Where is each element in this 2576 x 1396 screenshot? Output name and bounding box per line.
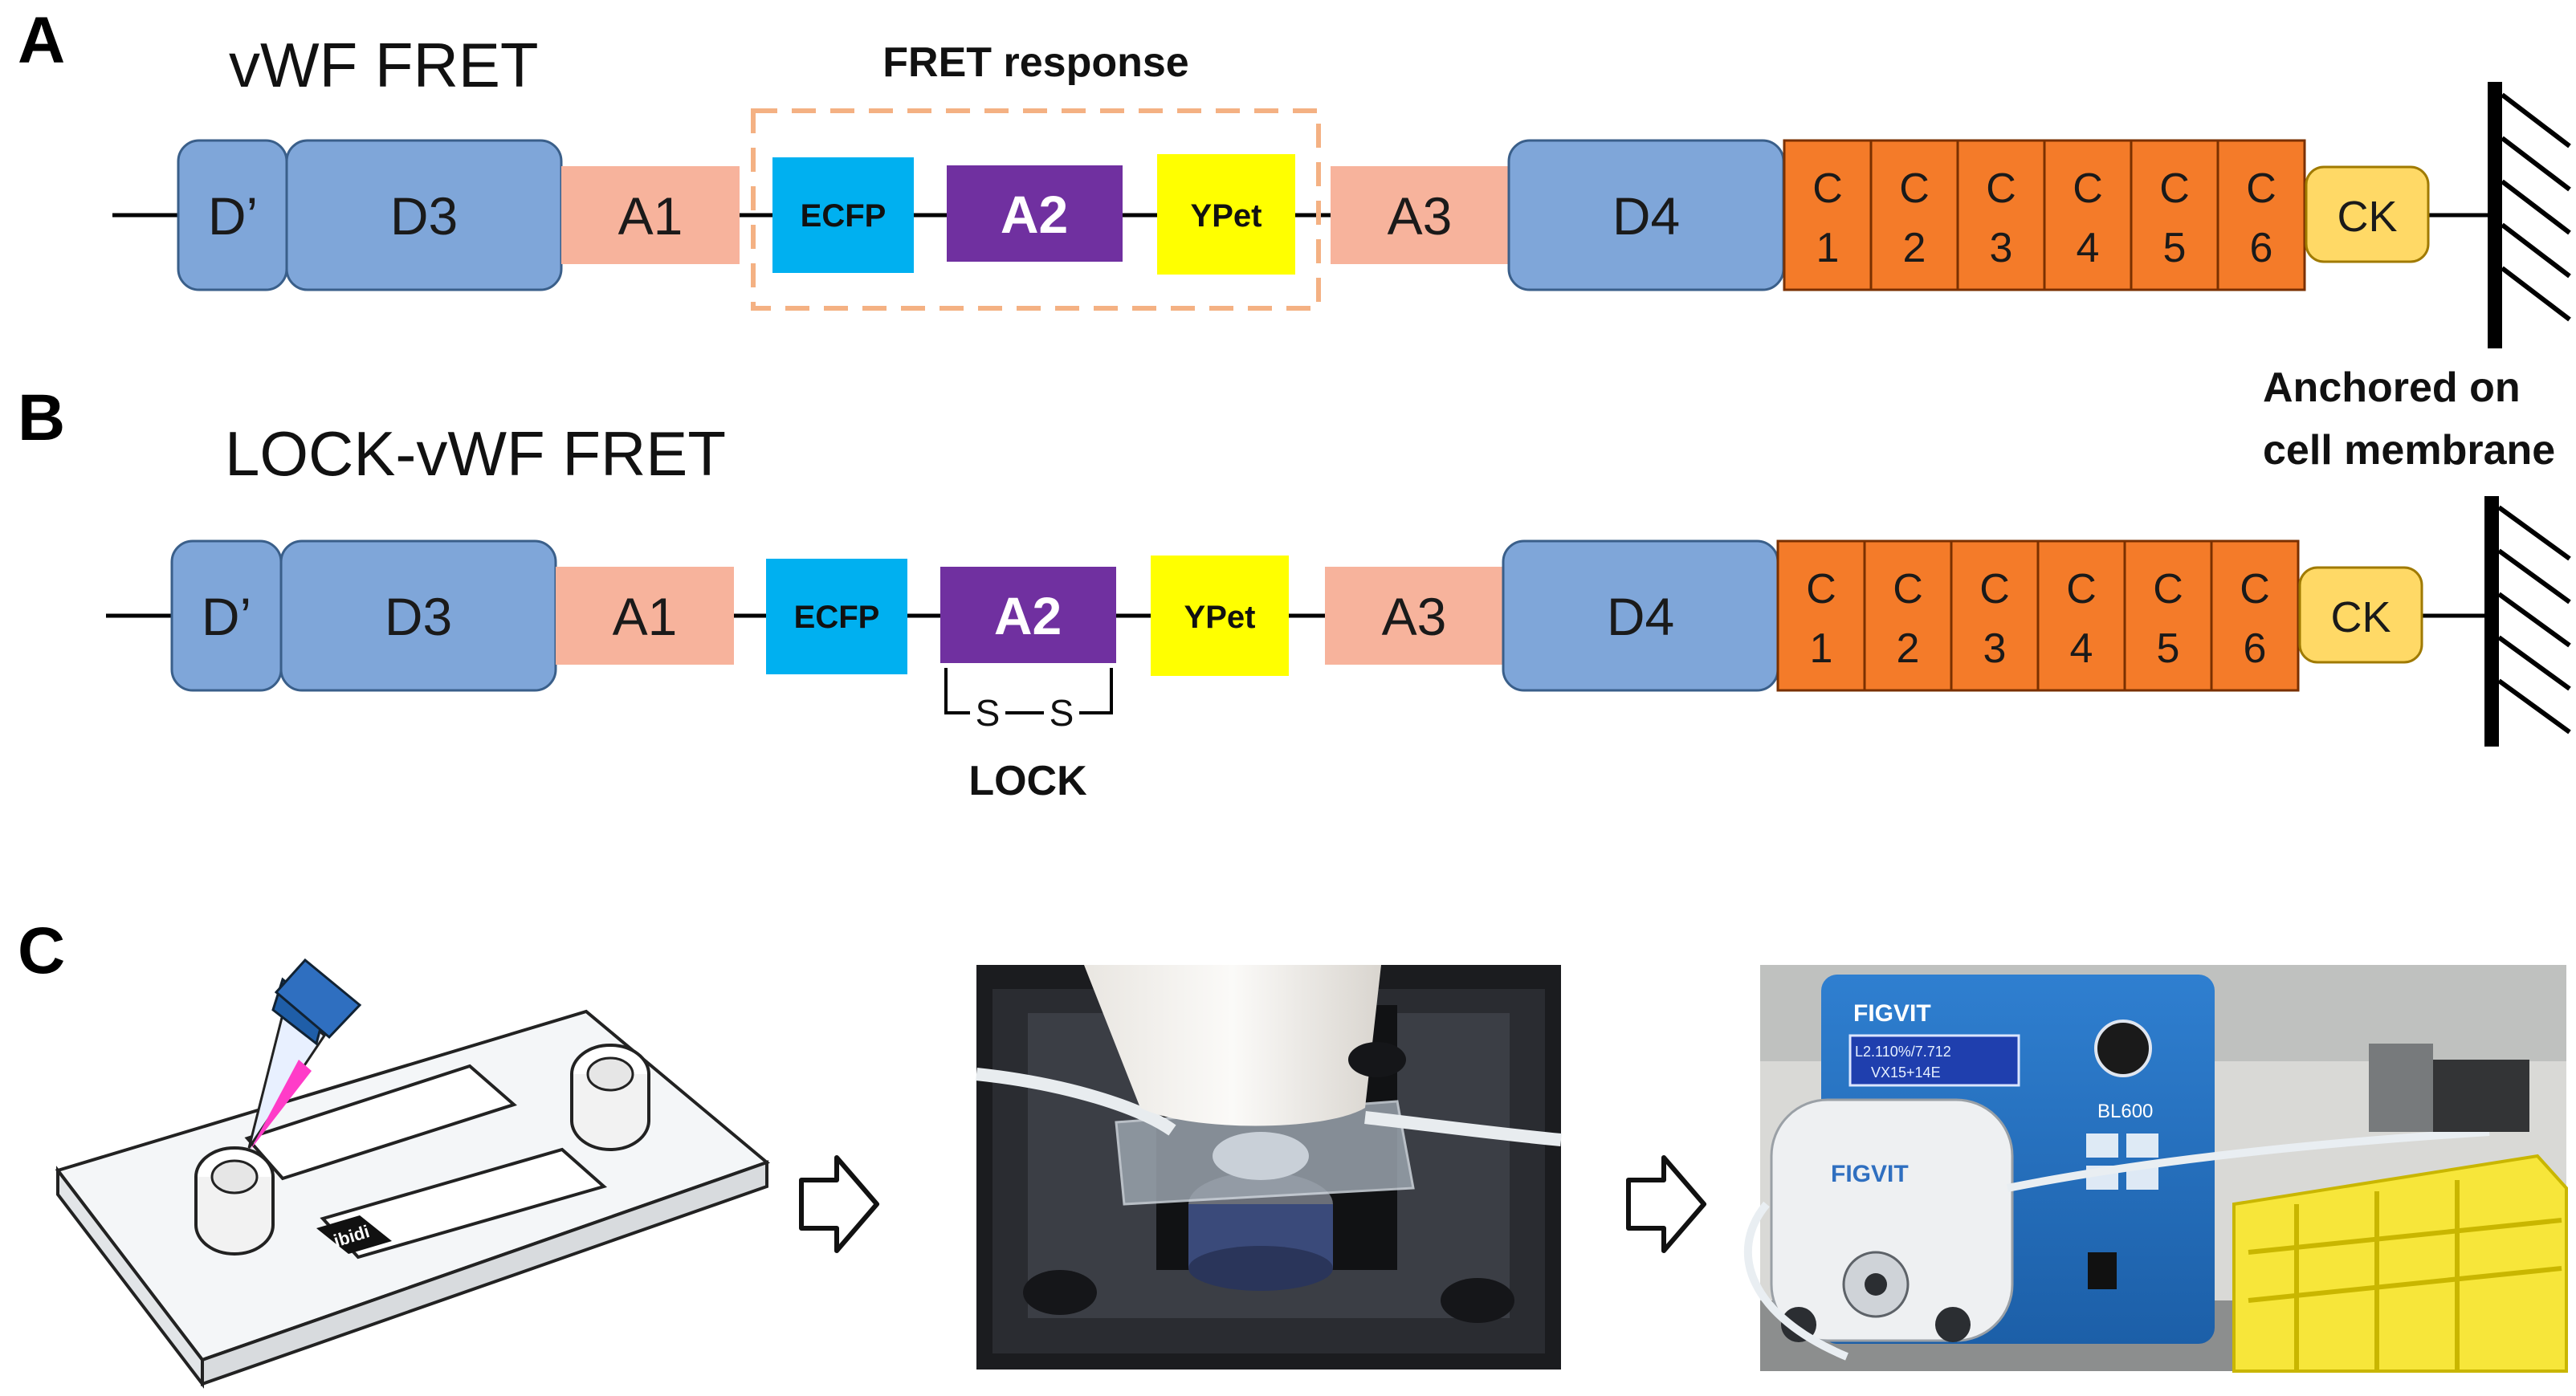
domain-c5-a-number: 5 <box>2163 225 2187 271</box>
panel-b-domains: D’ D3 A1 ECFP A2 YPet A3 D4 C 1 C 2 C 3 … <box>170 539 2423 692</box>
panel-a-letter: A <box>18 4 65 77</box>
fret-response-box <box>751 108 1321 311</box>
lock-label: LOCK <box>968 758 1087 804</box>
domain-ck-a <box>2305 165 2430 263</box>
domain-dprime-b-label: D’ <box>202 587 251 646</box>
domain-c4-b <box>2036 539 2126 692</box>
disulfide-s1: S <box>976 692 1001 734</box>
domain-c2-b-letter: C <box>1893 566 1923 613</box>
domain-ypet-a-label: YPet <box>1191 198 1262 234</box>
domain-c2-a-letter: C <box>1899 165 1930 212</box>
disulfide-lock: S S <box>944 668 1113 734</box>
domain-a3-b-label: A3 <box>1382 587 1447 646</box>
panel-b-title: LOCK-vWF FRET <box>225 418 726 489</box>
membrane-b <box>2484 496 2571 747</box>
fret-response-label: FRET response <box>882 39 1188 86</box>
domain-d3-a-label: D3 <box>390 186 458 246</box>
pump-model: BL600 <box>2097 1101 2153 1122</box>
domain-c4-b-number: 4 <box>2070 625 2093 672</box>
panel-c-letter: C <box>18 914 65 987</box>
domain-c1-b-letter: C <box>1806 566 1836 613</box>
domain-ypet-b-label: YPet <box>1184 600 1256 635</box>
membrane-a <box>2488 82 2571 348</box>
domain-c2-a-number: 2 <box>1903 225 1926 271</box>
domain-c4-a-letter: C <box>2073 165 2103 212</box>
domain-c5-b-letter: C <box>2153 566 2183 613</box>
anchor-note-line1: Anchored on <box>2263 364 2521 411</box>
domain-c6-b <box>2210 539 2300 692</box>
domain-a2-b-label: A2 <box>994 586 1062 645</box>
domain-ypet-a <box>1157 154 1295 275</box>
domain-d4-b-label: D4 <box>1607 587 1674 646</box>
domain-c2-b-number: 2 <box>1897 625 1920 672</box>
domain-ecfp-a-label: ECFP <box>801 198 887 234</box>
c-repeats-b: C 1 C 2 C 3 C 4 C 5 C 6 <box>1776 539 2300 692</box>
domain-ck-b <box>2298 566 2423 664</box>
panel-a-title: vWF FRET <box>229 30 539 100</box>
domain-ecfp-b-label: ECFP <box>794 600 880 635</box>
domain-a3-a-label: A3 <box>1388 186 1453 246</box>
domain-c6-a-number: 6 <box>2250 225 2273 271</box>
domain-c4-b-letter: C <box>2066 566 2097 613</box>
domain-a1-a-label: A1 <box>618 186 683 246</box>
domain-c6-b-letter: C <box>2240 566 2270 613</box>
domain-dprime-a-label: D’ <box>208 186 258 246</box>
pump-head-brand: FIGVIT <box>1831 1161 1909 1187</box>
domain-c3-a-letter: C <box>1986 165 2016 212</box>
domain-a1-b <box>556 567 734 665</box>
domain-c3-a-number: 3 <box>1990 225 2013 271</box>
domain-c5-b-number: 5 <box>2157 625 2180 672</box>
domain-a2-a <box>947 165 1123 262</box>
panel-b-letter: B <box>18 381 65 454</box>
domain-d4-a-label: D4 <box>1612 186 1680 246</box>
domain-c4-a <box>2043 139 2133 291</box>
domain-a2-a-label: A2 <box>1001 185 1068 244</box>
domain-ecfp-a <box>772 157 914 273</box>
domain-d3-b-label: D3 <box>385 587 452 646</box>
domain-ck-b-label: CK <box>2330 593 2391 641</box>
disulfide-s2: S <box>1050 692 1074 734</box>
domain-c6-a-letter: C <box>2246 165 2276 212</box>
pump-brand: FIGVIT <box>1853 1000 1931 1027</box>
c-repeats-a: C 1 C 2 C 3 C 4 C 5 C 6 <box>1783 139 2306 291</box>
peristaltic-pump-photo: FIGVIT L2.110%/7.712 VX15+14E BL600 FIGV… <box>1744 965 2568 1373</box>
domain-c5-b <box>2123 539 2213 692</box>
domain-c4-a-number: 4 <box>2077 225 2100 271</box>
domain-a1-b-label: A1 <box>613 587 678 646</box>
domain-c6-a <box>2216 139 2306 291</box>
domain-ypet-b <box>1151 556 1289 676</box>
domain-a3-b <box>1325 567 1503 665</box>
domain-c3-b <box>1950 539 2040 692</box>
panel-a-domains: D’ D3 A1 ECFP A2 YPet A3 D4 C 1 C 2 C 3 … <box>177 139 2430 291</box>
domain-a2-b <box>940 567 1116 663</box>
domain-c3-b-letter: C <box>1979 566 2010 613</box>
pump-display-line1: L2.110%/7.712 <box>1855 1044 1951 1060</box>
domain-c2-b <box>1863 539 1953 692</box>
anchor-note-line2: cell membrane <box>2263 427 2555 474</box>
domain-c5-a-letter: C <box>2159 165 2190 212</box>
flow-arrow-1 <box>799 1155 879 1253</box>
domain-c5-a <box>2130 139 2219 291</box>
flow-arrow-2 <box>1626 1155 1706 1253</box>
domain-c3-b-number: 3 <box>1983 625 2007 672</box>
microscope-stage-photo <box>976 965 1562 1370</box>
domain-a1-a <box>561 166 740 264</box>
domain-ecfp-b <box>766 559 907 674</box>
domain-a3-a <box>1331 166 1509 264</box>
ibidi-chip-illustration: ibidi <box>55 958 770 1389</box>
domain-c1-a-number: 1 <box>1816 225 1840 271</box>
domain-ck-a-label: CK <box>2337 193 2397 241</box>
domain-c1-a <box>1783 139 1873 291</box>
domain-c6-b-number: 6 <box>2244 625 2267 672</box>
domain-c1-a-letter: C <box>1812 165 1843 212</box>
domain-c1-b-number: 1 <box>1810 625 1833 672</box>
pump-display-line2: VX15+14E <box>1871 1064 1941 1081</box>
